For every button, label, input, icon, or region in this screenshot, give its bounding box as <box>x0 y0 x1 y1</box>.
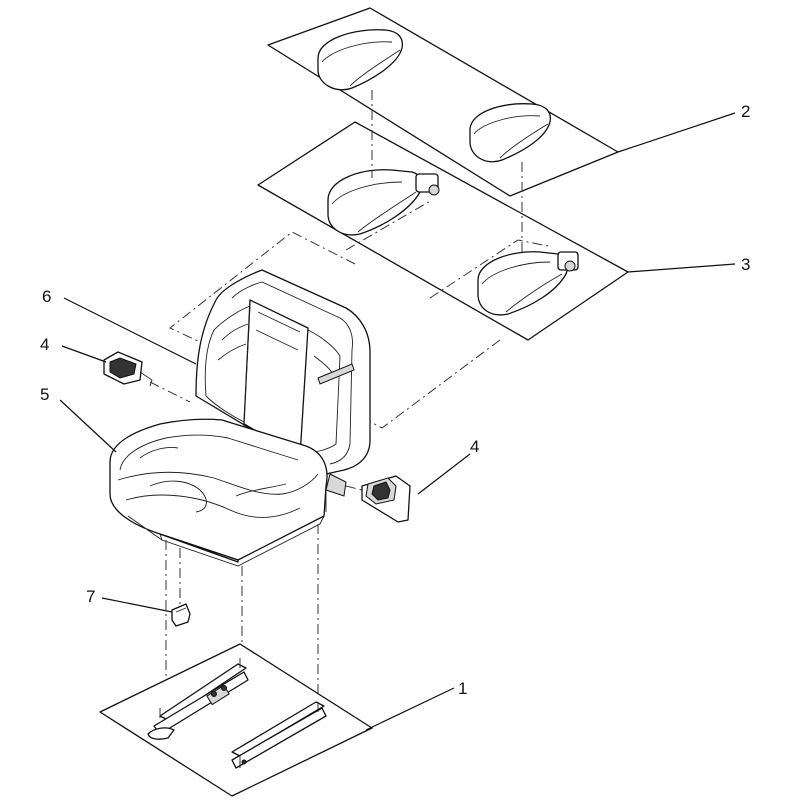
callout-label-5: 5 <box>40 385 49 404</box>
callout-label-3: 3 <box>741 255 750 274</box>
seat-belt-buckle-left <box>103 351 191 403</box>
slide-rail-right <box>231 701 327 769</box>
callout-4-right: 4 <box>417 437 479 495</box>
seat-slides-panel <box>99 643 373 797</box>
callout-label-4-right: 4 <box>470 437 479 456</box>
callout-label-2: 2 <box>741 102 750 121</box>
seat-cushion <box>109 418 347 567</box>
seat-back <box>195 269 371 475</box>
callout-1: 1 <box>365 679 467 731</box>
callout-3: 3 <box>627 255 750 274</box>
armrest-left <box>327 169 440 236</box>
alignment-lines-upper <box>371 90 523 256</box>
armrest-pad-right <box>469 103 552 163</box>
seat-belt-buckle-right <box>345 475 411 523</box>
armrest-right <box>477 251 579 316</box>
callout-5: 5 <box>40 385 117 453</box>
callout-label-4-left: 4 <box>40 335 49 354</box>
armrest-pads-panel <box>267 7 619 197</box>
callout-6: 6 <box>42 287 197 365</box>
callouts: 2 3 6 4 5 4 7 1 <box>40 102 750 731</box>
slide-rail-left <box>147 658 249 740</box>
armrest-pad-left <box>317 29 404 91</box>
mounting-bracket <box>171 603 191 627</box>
callout-2: 2 <box>617 102 750 153</box>
callout-7: 7 <box>86 587 173 613</box>
callout-label-7: 7 <box>86 587 95 606</box>
armrests-panel <box>257 121 629 341</box>
callout-label-6: 6 <box>42 287 51 306</box>
callout-label-1: 1 <box>458 679 467 698</box>
callout-4-left: 4 <box>40 335 107 363</box>
